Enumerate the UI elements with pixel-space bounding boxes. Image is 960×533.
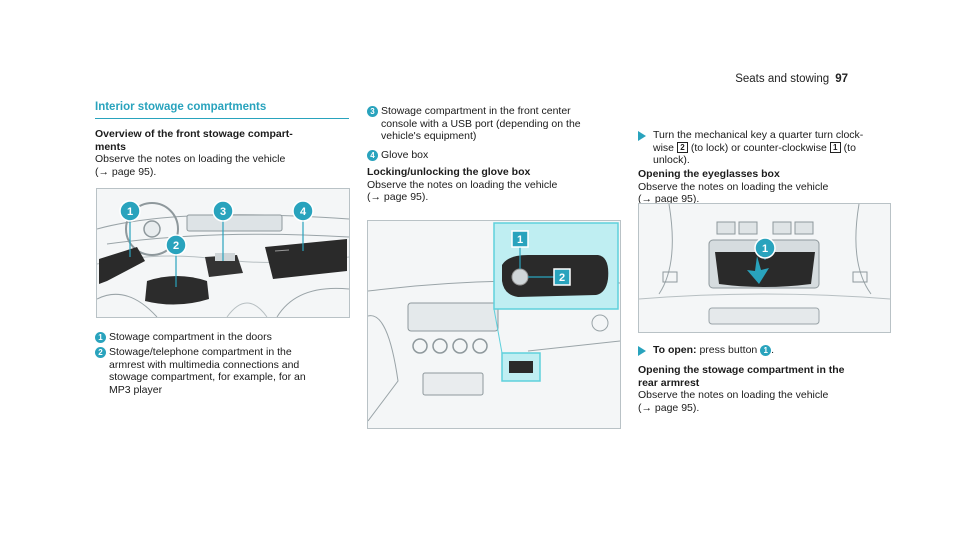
interior-overview-figure: 1 2 3 4 [96, 188, 350, 318]
svg-text:1: 1 [517, 234, 523, 246]
item-number-badge: 3 [367, 106, 378, 117]
rear-armrest-section: Opening the stowage compartment in the r… [638, 364, 888, 414]
item-text: Stowage/telephone compartment in the arm… [109, 346, 355, 396]
list-item: 2 Stowage/telephone compartment in the a… [95, 346, 355, 396]
glovebox-figure: 1 2 [367, 220, 621, 429]
step-text-line: wise 2 (to lock) or counter-clockwise 1 … [653, 142, 878, 155]
col2-intro-line2: (→ page 95). [367, 191, 429, 204]
col1-subheading: Overview of the front stowage compart- m… [95, 128, 355, 178]
svg-text:1: 1 [762, 243, 768, 255]
glovebox-section: Locking/unlocking the glove box Observe … [367, 166, 627, 204]
step-label: To open: [653, 344, 697, 356]
step-arrow-icon [638, 346, 646, 356]
col1-intro-line1: Observe the notes on loading the vehicle [95, 153, 286, 166]
running-header: Seats and stowing 97 [735, 73, 848, 85]
item-number-badge: 4 [367, 150, 378, 161]
item-text-line: console with a USB port (depending on th… [381, 117, 581, 130]
eyeglasses-figure: 1 [638, 203, 891, 333]
list-item: 3 Stowage compartment in the front cente… [367, 105, 627, 143]
eyeglasses-illustration: 1 [639, 204, 890, 332]
col1-intro-line2: (→ page 95). [95, 165, 157, 178]
svg-text:4: 4 [300, 206, 307, 218]
item-text-line: armrest with multimedia connections and [109, 358, 300, 371]
header-section: Seats and stowing [735, 73, 830, 85]
step-fragment: press button [696, 344, 761, 356]
step-fragment: (to lock) or counter-clockwise [687, 141, 830, 154]
step-text: To open: press button 1. [653, 344, 888, 357]
figure1-callout-4: 4 [292, 200, 314, 222]
figure1-callout-3: 3 [212, 200, 234, 222]
eyeglasses-heading: Opening the eyeglasses box [638, 168, 780, 180]
item-text: Stowage compartment in the front center … [381, 105, 627, 143]
section-title: Interior stowage compartments [95, 101, 267, 113]
step-fragment: . [771, 344, 775, 356]
rear-armrest-heading-line2: rear armrest [638, 376, 700, 389]
key-position-2: 2 [676, 142, 688, 154]
item-number-badge: 1 [95, 332, 106, 343]
step-text-line: unlock). [653, 154, 690, 167]
item-text-line: Stowage compartment in the front center [381, 105, 571, 117]
step-text-line: Turn the mechanical key a quarter turn c… [653, 129, 864, 141]
item-text-line: vehicle's equipment) [381, 130, 477, 143]
overview-heading: Overview of the front stowage compart- m… [95, 128, 293, 153]
key-position-1: 1 [829, 142, 841, 154]
rear-armrest-heading-line1: Opening the stowage compartment in the [638, 364, 845, 376]
button-badge: 1 [760, 344, 772, 356]
interior-illustration: 1 2 3 4 [97, 189, 349, 317]
svg-text:2: 2 [559, 272, 565, 284]
col3-intro1-line1: Observe the notes on loading the vehicle [638, 180, 829, 193]
col3-intro1-line2: (→ page 95). [638, 193, 700, 206]
item-number-badge: 2 [95, 347, 106, 358]
svg-text:1: 1 [127, 206, 133, 218]
item-text: Stowage compartment in the doors [109, 331, 272, 343]
figure2-callout-2: 2 [553, 268, 571, 286]
eyeglasses-section: Opening the eyeglasses box Observe the n… [638, 168, 888, 206]
step-open-eyeglasses: To open: press button 1. [638, 344, 888, 357]
item-text: Glove box [381, 149, 429, 161]
glovebox-illustration: 1 2 [368, 221, 620, 428]
step-arrow-icon [638, 131, 646, 141]
step-text: Turn the mechanical key a quarter turn c… [653, 129, 878, 167]
col2-intro-line1: Observe the notes on loading the vehicle [367, 178, 558, 191]
figure3-callout-1: 1 [754, 237, 776, 259]
item-text-line: Stowage/telephone compartment in the [109, 346, 292, 358]
list-item: 1 Stowage compartment in the doors [95, 331, 355, 344]
title-rule [95, 118, 349, 119]
item-text-line: MP3 player [109, 383, 163, 396]
col3-intro2-line2: (→ page 95). [638, 401, 700, 414]
figure2-callout-1: 1 [511, 230, 529, 248]
item-text-line: stowage compartment, for example, for an [109, 371, 306, 384]
svg-text:2: 2 [173, 240, 179, 252]
step-turn-key: Turn the mechanical key a quarter turn c… [638, 129, 878, 167]
list-item: 4 Glove box [367, 149, 627, 162]
figure1-callout-1: 1 [119, 200, 141, 222]
page-number: 97 [835, 73, 848, 85]
step-fragment: (to [840, 141, 856, 154]
figure1-callout-2: 2 [165, 234, 187, 256]
svg-text:3: 3 [220, 206, 226, 218]
step-fragment: wise [653, 141, 677, 154]
col3-intro2-line1: Observe the notes on loading the vehicle [638, 389, 829, 402]
glovebox-heading: Locking/unlocking the glove box [367, 166, 531, 178]
